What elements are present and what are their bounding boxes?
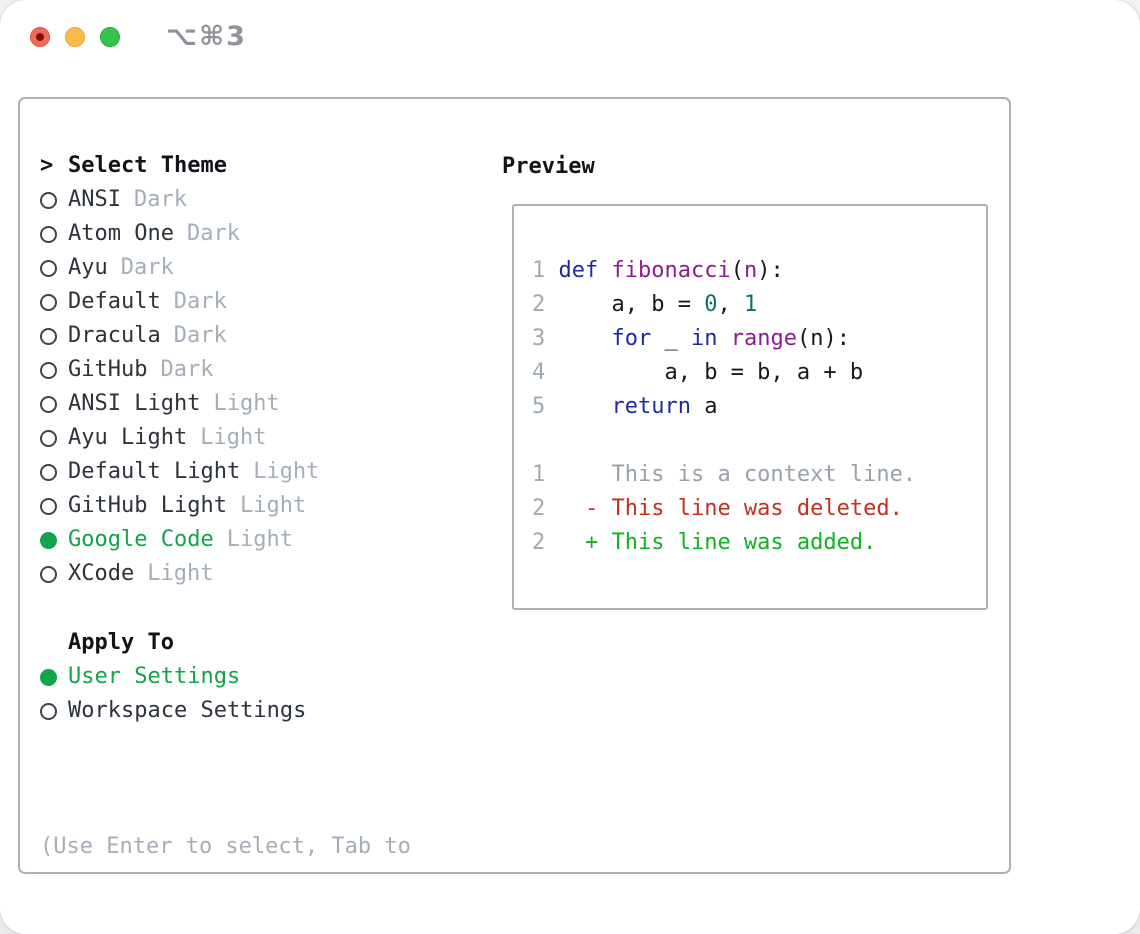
theme-list-header: > Select Theme [40, 149, 319, 183]
theme-option-tag: Light [213, 391, 280, 416]
focus-caret-icon: > [40, 153, 54, 178]
theme-option[interactable]: ANSI Light Light [40, 387, 319, 421]
theme-option-tag: Light [200, 425, 267, 450]
code-line: 5 return a [532, 394, 718, 419]
theme-option-label: Ayu Light [68, 425, 188, 450]
code-line: 4 a, b = b, a + b [532, 360, 864, 385]
theme-option-label: Default Light [68, 459, 241, 484]
theme-option-label: XCode [68, 561, 135, 586]
radio-selected-icon [40, 531, 68, 549]
radio-unselected-icon [40, 259, 68, 277]
code-line [532, 424, 986, 458]
record-dot-icon [36, 33, 44, 41]
apply-option-label: Workspace Settings [68, 698, 307, 723]
theme-option-tag: Dark [173, 289, 227, 314]
code-line: 2 + This line was added. [532, 530, 877, 555]
radio-unselected-icon [40, 327, 68, 345]
radio-unselected-icon [40, 225, 68, 243]
radio-unselected-icon [40, 361, 68, 379]
apply-option[interactable]: Workspace Settings [40, 694, 306, 728]
theme-option-tag: Dark [160, 357, 214, 382]
theme-option[interactable]: GitHub Light Light [40, 489, 319, 523]
code-line: 3 for _ in range(n): [532, 326, 850, 351]
theme-option-label: Default [68, 289, 161, 314]
theme-option-tag: Light [253, 459, 320, 484]
theme-option-tag: Dark [173, 323, 227, 348]
theme-option[interactable]: ANSI Dark [40, 183, 319, 217]
theme-option-tag: Dark [120, 255, 174, 280]
theme-option[interactable]: Default Light Light [40, 455, 319, 489]
theme-list-title: Select Theme [68, 153, 227, 178]
theme-option-label: Dracula [68, 323, 161, 348]
theme-option-tag: Dark [186, 221, 240, 246]
theme-option[interactable]: Default Dark [40, 285, 319, 319]
code-line: 1 def fibonacci(n): [532, 258, 784, 283]
theme-option-tag: Light [147, 561, 214, 586]
theme-option-tag: Light [226, 527, 293, 552]
code-line: 2 a, b = 0, 1 [532, 292, 758, 317]
theme-option-tag: Light [239, 493, 307, 518]
theme-option-tag: Dark [133, 187, 187, 212]
apply-to-title: Apply To [68, 630, 174, 655]
apply-option-label: User Settings [68, 664, 241, 689]
theme-option-label: ANSI Light [68, 391, 201, 416]
theme-option[interactable]: GitHub Dark [40, 353, 319, 387]
theme-option-label: Atom One [68, 221, 174, 246]
window-title: ⌥⌘3 [166, 21, 247, 52]
radio-unselected-icon [40, 463, 68, 481]
theme-option[interactable]: Ayu Dark [40, 251, 319, 285]
code-line: 1 This is a context line. [532, 462, 917, 487]
radio-unselected-icon [40, 497, 68, 515]
theme-option[interactable]: Ayu Light Light [40, 421, 319, 455]
theme-option[interactable]: Dracula Dark [40, 319, 319, 353]
code-line: 2 - This line was deleted. [532, 496, 903, 521]
theme-option-label: Google Code [68, 527, 214, 552]
radio-unselected-icon [40, 293, 68, 311]
radio-unselected-icon [40, 395, 68, 413]
theme-option[interactable]: Atom One Dark [40, 217, 319, 251]
radio-unselected-icon [40, 702, 68, 720]
preview-box: 1 def fibonacci(n): 2 a, b = 0, 1 3 for _ … [512, 204, 988, 610]
radio-unselected-icon [40, 191, 68, 209]
theme-option-label: Ayu [68, 255, 108, 280]
theme-option-label: GitHub Light [68, 493, 227, 518]
radio-unselected-icon [40, 429, 68, 447]
zoom-button[interactable] [100, 27, 120, 47]
radio-unselected-icon [40, 565, 68, 583]
close-button[interactable] [30, 27, 50, 47]
theme-option-label: GitHub [68, 357, 148, 382]
theme-option[interactable]: Google Code Light [40, 523, 319, 557]
preview-title: Preview [502, 154, 595, 179]
apply-option[interactable]: User Settings [40, 660, 306, 694]
radio-selected-icon [40, 668, 68, 686]
help-text: (Use Enter to select, Tab to change focu… [40, 762, 411, 934]
theme-option-label: ANSI [68, 187, 121, 212]
theme-option[interactable]: XCode Light [40, 557, 319, 591]
help-line-1: (Use Enter to select, Tab to [40, 834, 411, 859]
minimize-button[interactable] [65, 27, 85, 47]
